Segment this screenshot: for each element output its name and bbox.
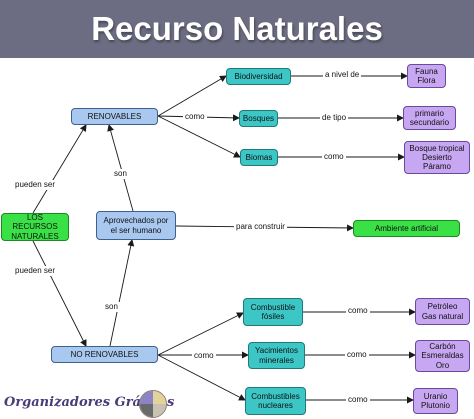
node-biodiversidad: Biodiversidad [226, 68, 291, 85]
edge-label-son-bottom: son [103, 302, 120, 312]
node-biomas: Biomas [240, 149, 278, 166]
edge-label-son-top: son [112, 169, 129, 179]
edge-label-como-nucleares: como [346, 395, 370, 405]
edge-label-pueden-ser-top: pueden ser [13, 180, 58, 190]
logo-emblem-icon [139, 390, 167, 418]
node-primario-secundario: primario secundario [403, 106, 456, 130]
edge-label-como-yacimientos: como [345, 350, 369, 360]
edge-aprovechados-renovables [107, 124, 134, 212]
edge-label-como-renovables: como [183, 112, 207, 122]
node-yacimientos-minerales: Yacimientos minerales [248, 342, 305, 369]
node-bosques: Bosques [239, 110, 278, 127]
node-no-renovables: NO RENOVABLES [51, 346, 158, 363]
node-uranio: Uranio Plutonio [413, 388, 458, 414]
node-bosque-tropical: Bosque tropical Desierto Páramo [404, 141, 470, 174]
node-recursos-naturales: LOS RECURSOS NATURALES [1, 213, 69, 241]
edge-no-renovables-aprovechados [109, 239, 135, 347]
logo-text: Organizadores Gráficos [4, 395, 175, 410]
edge-label-pueden-ser-bottom: pueden ser [13, 266, 58, 276]
edge-label-a-nivel-de: a nivel de [323, 70, 362, 80]
edge-no-renovables-combustible [157, 312, 244, 356]
edge-label-como-no-renovables: como [192, 351, 216, 361]
edge-renovables-biomas [157, 115, 241, 158]
organizadores-logo: Organizadores Gráficos [2, 389, 174, 418]
node-petroleo: Petróleo Gas natural [415, 298, 470, 325]
edge-label-de-tipo: de tipo [320, 113, 349, 123]
node-fauna-flora: Fauna Flora [407, 64, 446, 88]
edge-root-renovables [32, 124, 87, 214]
node-combustible-fosiles: Combustible fósiles [243, 298, 303, 326]
page-title: Recurso Naturales [91, 10, 383, 47]
edge-root-no-renovables [32, 240, 87, 347]
node-combustibles-nucleares: Combustibles nucleares [245, 387, 306, 415]
edge-label-para-construir: para construir [234, 222, 287, 232]
edge-renovables-biodiversidad [157, 75, 227, 117]
node-ambiente-artificial: Ambiente artificial [353, 220, 460, 237]
node-carbon: Carbón Esmeraldas Oro [415, 340, 470, 372]
node-aprovechados: Aprovechados por el ser humano [96, 211, 176, 240]
edge-label-como-combustible: como [346, 306, 370, 316]
edge-label-como-biomas: como [322, 152, 346, 162]
node-renovables: RENOVABLES [71, 108, 158, 125]
edge-no-renovables-nucleares [157, 354, 246, 401]
title-banner: Recurso Naturales [0, 0, 474, 58]
